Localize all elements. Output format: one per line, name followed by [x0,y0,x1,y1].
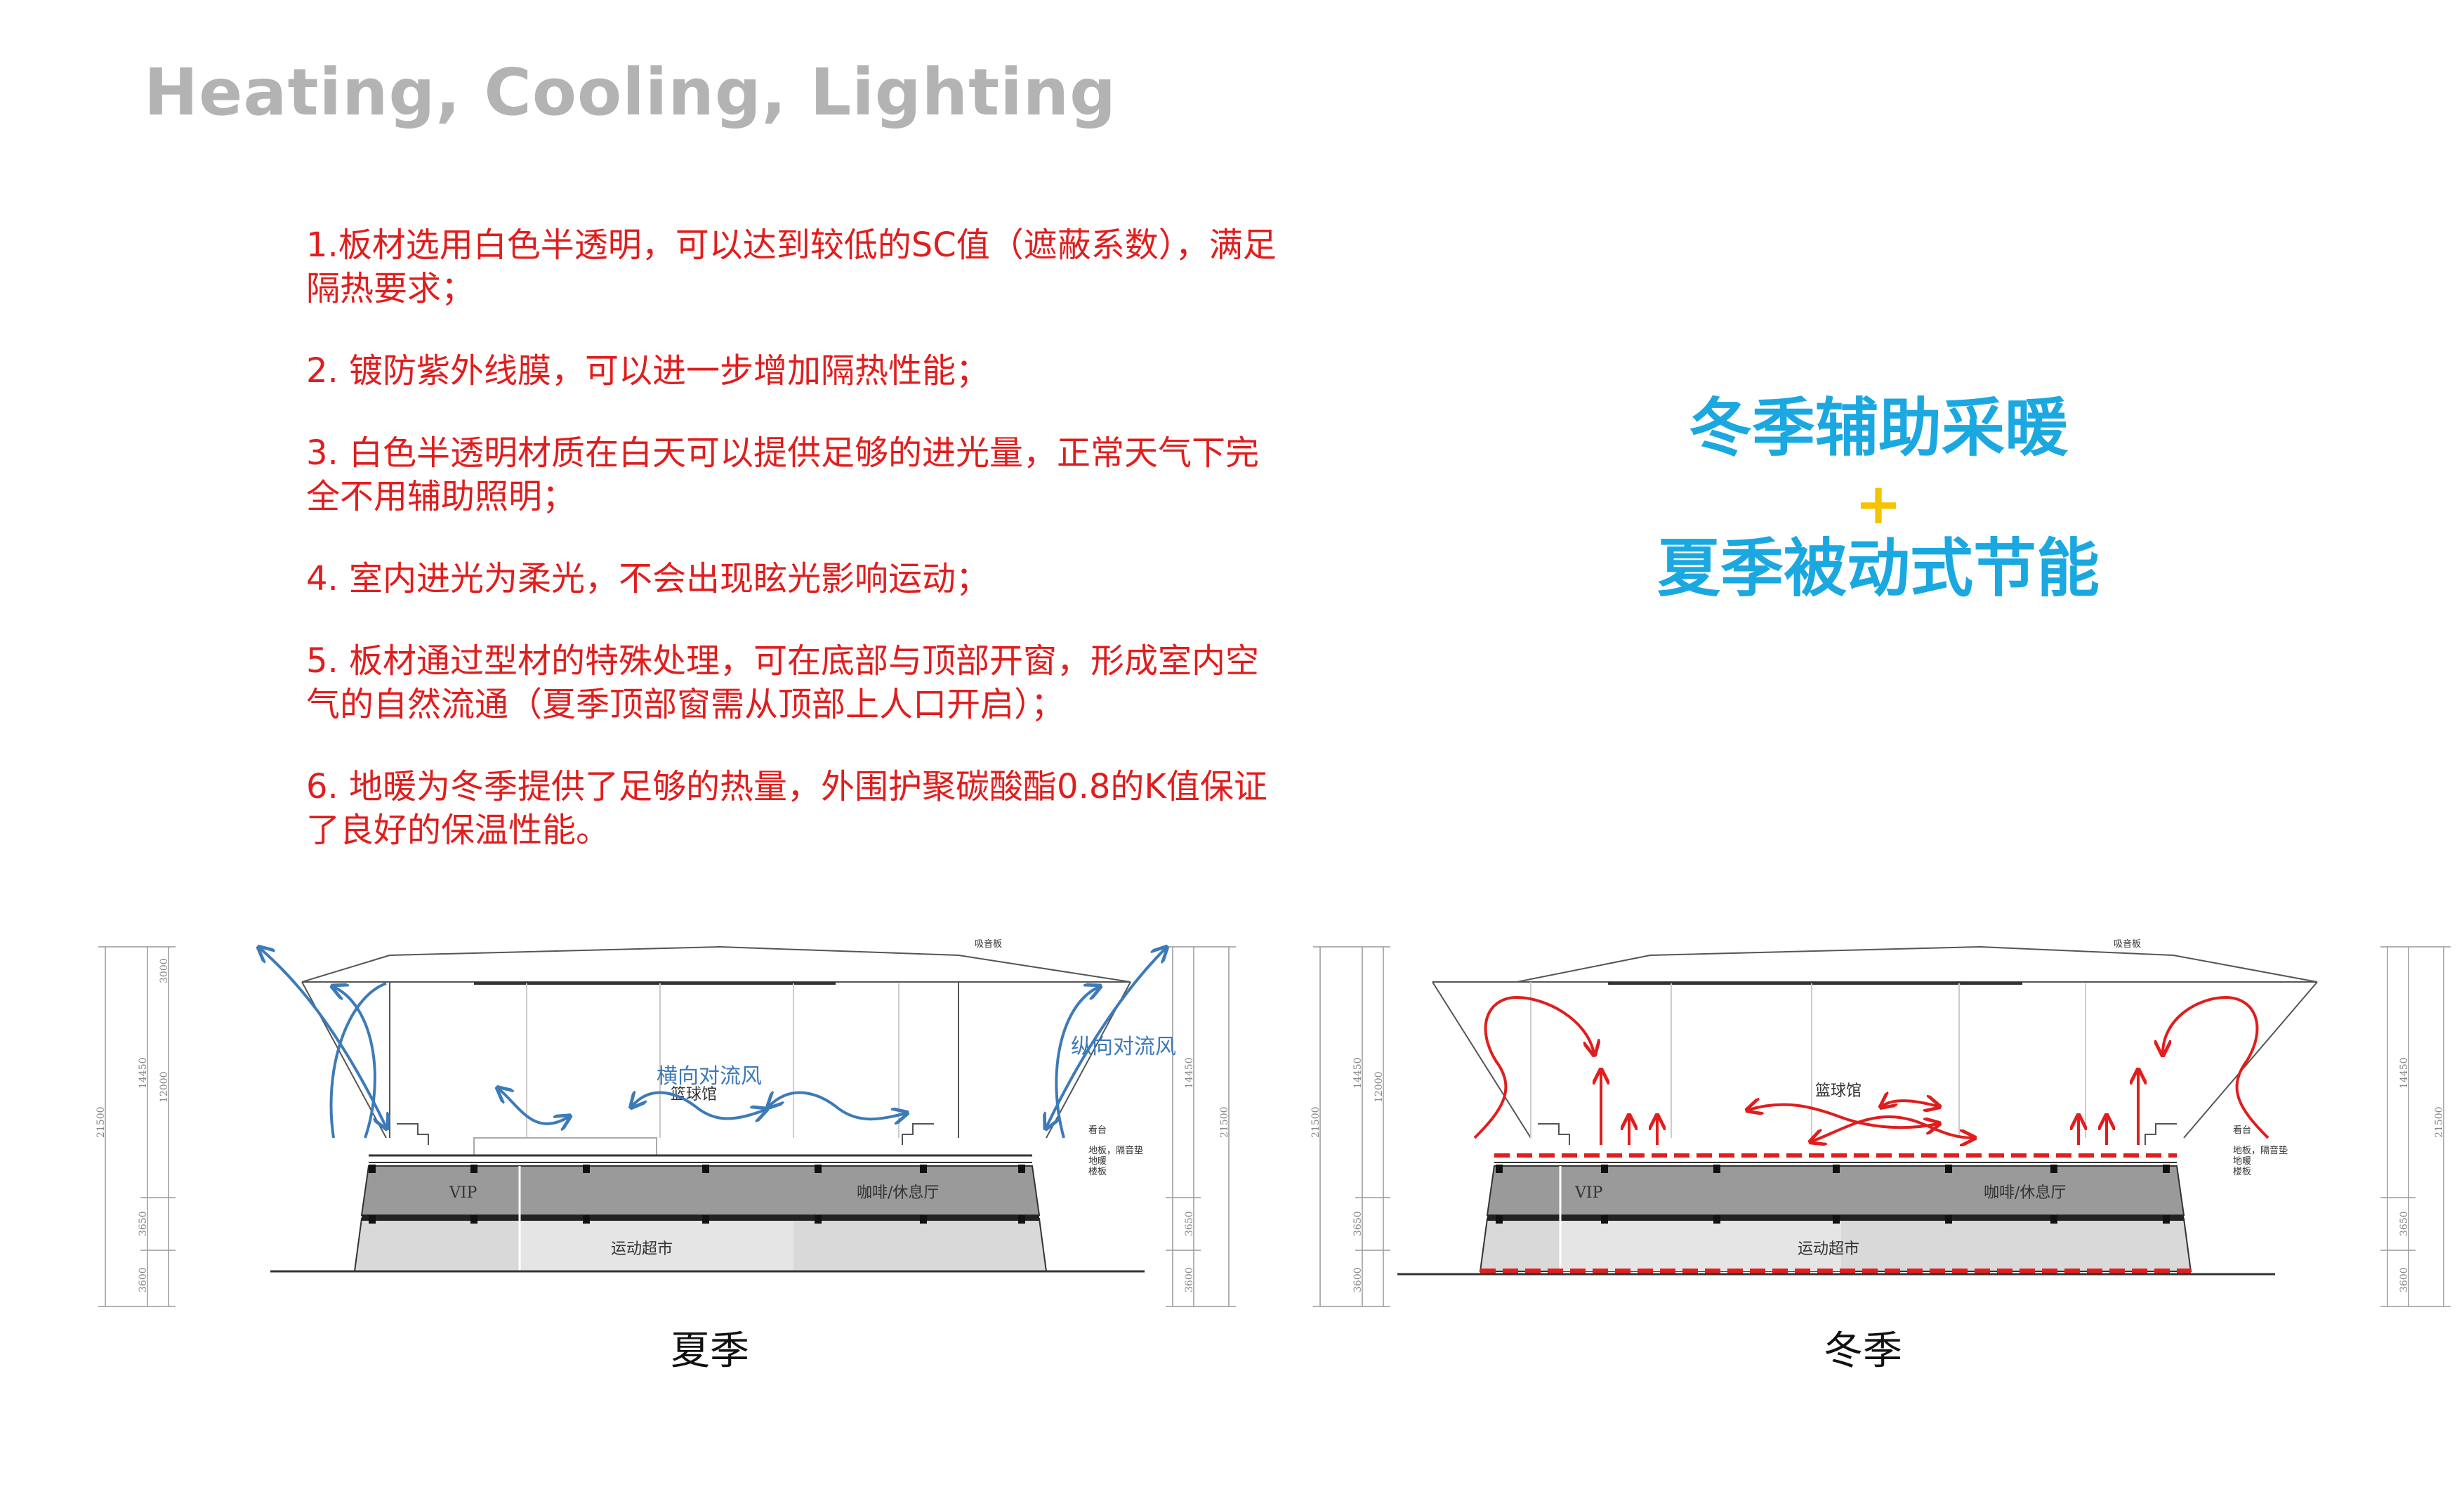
dimension-lines-left [1313,946,1390,1307]
longitudinal-wind-label: 纵向对流风 [1071,1035,1176,1059]
dim-label: 3600 [138,1267,149,1292]
dim-label: 14450 [1184,1057,1195,1089]
dim-label: 21500 [2434,1106,2445,1138]
cafe-label: 咖啡/休息厅 [1984,1184,2066,1202]
dim-label: 14450 [2399,1057,2410,1089]
dim-label: 3650 [1352,1211,1364,1236]
tag-heating: 地暖 [1088,1156,1107,1167]
vip-label: VIP [1574,1184,1603,1202]
dim-label: 21500 [1219,1106,1230,1138]
note-5: 5. 板材通过型材的特殊处理，可在底部与顶部开窗，形成室内空气的自然流通（夏季顶… [306,641,1260,724]
tag-floor: 地板，隔音垫 [1088,1145,1143,1156]
tag-heating: 地暖 [2233,1156,2251,1167]
tag-slab: 楼板 [1088,1167,1107,1177]
slogan-line-1: 冬季辅助采暖 [1689,391,2068,465]
summer-wind-arrows [260,948,1166,1139]
tag-acoustic: 吸音板 [975,938,1002,950]
dim-label: 12000 [159,1071,170,1103]
building-envelope [301,945,1131,1156]
dim-label: 3000 [159,958,170,983]
cafe-label: 咖啡/休息厅 [857,1184,939,1202]
winter-caption: 冬季 [1824,1328,1902,1374]
dim-label: 3650 [2399,1211,2410,1236]
tag-stand: 看台 [1088,1125,1107,1136]
tag-stand: 看台 [2233,1125,2251,1136]
winter-section-diagram: 21500 14450 12000 3650 3600 21500 14450 … [1310,938,2451,1307]
dim-label: 3650 [138,1211,149,1236]
design-notes: 1.板材选用白色半透明，可以达到较低的SC值（遮蔽系数），满足隔热要求； 2. … [306,223,1289,891]
tag-acoustic: 吸音板 [2114,938,2141,950]
tag-slab: 楼板 [2233,1167,2251,1177]
note-4: 4. 室内进光为柔光，不会出现眩光影响运动； [306,559,990,598]
dim-label: 12000 [1373,1071,1385,1103]
dimension-lines-right [2380,946,2451,1307]
slogan-line-2: 夏季被动式节能 [1657,532,2100,605]
note-2: 2. 镀防紫外线膜，可以进一步增加隔热性能； [306,351,990,391]
note-3: 3. 白色半透明材质在白天可以提供足够的进光量，正常天气下完全不用辅助照明； [306,433,1260,516]
dim-label: 3600 [1352,1267,1364,1292]
dimension-lines-left [98,946,176,1307]
slogan-plus: + [1854,471,1902,537]
dim-label: 21500 [1310,1106,1322,1138]
dim-label: 14450 [138,1057,149,1089]
page-title: Heating, Cooling, Lighting [144,55,1117,130]
dim-label: 3600 [2399,1267,2410,1292]
dim-label: 21500 [95,1106,107,1138]
note-1: 1.板材选用白色半透明，可以达到较低的SC值（遮蔽系数），满足隔热要求； [306,225,1277,308]
store-label: 运动超市 [1798,1240,1859,1258]
dim-label: 3650 [1184,1211,1195,1236]
summer-section-diagram: 21500 14450 12000 3000 3650 3600 21500 1… [95,938,1236,1307]
tag-floor: 地板，隔音垫 [2233,1145,2288,1156]
court-label: 篮球馆 [1815,1082,1862,1100]
dim-label: 3600 [1184,1267,1195,1292]
summer-caption: 夏季 [671,1328,749,1374]
building-envelope [1432,945,2318,1145]
vip-label: VIP [449,1184,477,1202]
dim-label: 14450 [1352,1057,1364,1089]
lateral-wind-label: 横向对流风 [657,1064,762,1089]
store-label: 运动超市 [611,1240,673,1258]
dimension-lines-right [1166,946,1236,1307]
note-6: 6. 地暖为冬季提供了足够的热量，外围护聚碳酸酯0.8的K值保证了良好的保温性能… [306,767,1267,850]
winter-heat-arrows [1473,995,2269,1145]
